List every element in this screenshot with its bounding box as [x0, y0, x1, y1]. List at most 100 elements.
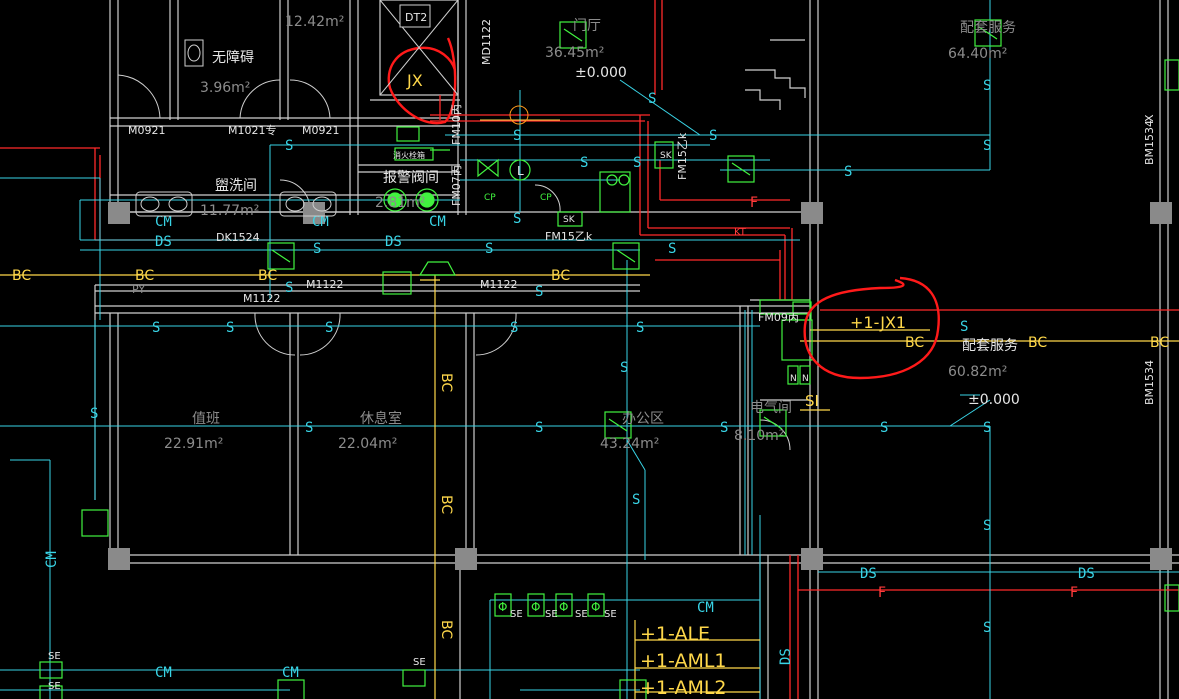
pipe-tag-kt: KT: [734, 227, 747, 238]
panel-ale: +1-ALE: [640, 623, 710, 645]
pipe-tag-f: F: [1070, 585, 1078, 601]
pipe-tag-s: S: [226, 320, 234, 336]
door-fm09: FM09丙: [758, 311, 799, 324]
red-annotations: [387, 37, 940, 380]
pipe-tag-ds: DS: [155, 234, 172, 250]
pipe-tag-bc: BC: [551, 268, 570, 284]
pipe-tag-cm: CM: [44, 551, 60, 568]
room-accessible-wc-area: 3.96m²: [200, 80, 250, 96]
pipe-tag-sk: SK: [563, 215, 576, 225]
pipe-tag-s: S: [485, 241, 493, 257]
plumbing-fixtures: [135, 39, 560, 217]
annotation-circle-jx1: [803, 276, 940, 380]
panel-n2: N: [802, 374, 809, 384]
door-fm07: FM07丙: [450, 165, 463, 206]
pipe-tag-phi: Φ: [531, 600, 540, 614]
elevator-label: DT2: [405, 11, 427, 24]
pipe-tag-s: S: [285, 280, 293, 296]
pipe-tag-s: S: [510, 320, 518, 336]
pipe-tag-ds: DS: [778, 648, 794, 665]
pipe-tag-bc: BC: [438, 495, 454, 514]
pipe-tag-cm: CM: [697, 600, 714, 616]
room-support-right: 配套服务: [962, 338, 1018, 354]
door-fm15-a: FM15乙k: [676, 132, 689, 180]
pipe-tag-s: S: [580, 155, 588, 171]
door-m1021: M1021专: [228, 123, 277, 137]
room-support-right-level: ±0.000: [968, 392, 1020, 408]
pipe-tag-se: SE: [48, 681, 61, 692]
room-accessible-wc: 无障碍: [212, 50, 254, 66]
pipe-tag-s: S: [633, 155, 641, 171]
pipe-tag-ds: DS: [860, 566, 877, 582]
room-support-right-area: 60.82m²: [948, 364, 1007, 380]
pipe-tag-s: S: [313, 241, 321, 257]
panel-labels: JX +1-JX1 +1-ALE +1-AML1 +1-AML2 N N 消火栓…: [393, 71, 906, 699]
pipe-tag-phi: Φ: [498, 600, 507, 614]
door-bm1534-x: X: [1143, 114, 1156, 122]
door-m0921-left: M0921: [128, 124, 166, 137]
pipe-tag-s: S: [668, 241, 676, 257]
annotation-circle-jx: [387, 37, 457, 125]
pipe-tag-bc: BC: [905, 335, 924, 351]
pipe-tag-cm: CM: [429, 214, 446, 230]
pipe-tag-sk: SK: [660, 151, 673, 161]
room-alarm-valve: 报警阀间: [383, 170, 439, 186]
door-m0921-right: M0921: [302, 124, 340, 137]
pipe-tag-ds: DS: [385, 234, 402, 250]
pipe-tag-s: S: [983, 78, 991, 94]
elevator: DT2: [379, 0, 459, 96]
pipe-tag-bc: BC: [1150, 335, 1169, 351]
pipe-tag-s: S: [648, 91, 656, 107]
pipe-tag-s: S: [325, 320, 333, 336]
pipe-tag-cp: CP: [540, 193, 552, 203]
door-m1122-a: M1122: [243, 292, 281, 305]
room-rest: 休息室: [360, 410, 402, 427]
pipe-tag-bc: BC: [258, 268, 277, 284]
room-hall-area: 36.45m²: [545, 45, 604, 61]
pipe-tag-s: S: [636, 320, 644, 336]
panel-n1: N: [790, 374, 797, 384]
room-hall-level: ±0.000: [575, 65, 627, 81]
pipe-tag-ds: DS: [1078, 566, 1095, 582]
pipe-tag-bc: BC: [135, 268, 154, 284]
room-washroom: 盥洗间: [215, 178, 257, 194]
pipe-tag-phi: Φ: [591, 600, 600, 614]
pipe-tag-s: S: [983, 620, 991, 636]
pipe-tag-s: S: [960, 319, 968, 335]
panel-jx1: +1-JX1: [850, 313, 906, 332]
pipe-tag-bc: BC: [438, 620, 454, 639]
room-area-top: 12.42m²: [285, 14, 344, 30]
pipe-tag-s: S: [983, 420, 991, 436]
pipe-tag-cm: CM: [312, 214, 329, 230]
pipe-tag-cm: CM: [155, 665, 172, 681]
pipe-tag-cm: CM: [155, 214, 172, 230]
pipe-tag-se: SE: [604, 609, 617, 620]
pipe-tag-s: S: [535, 284, 543, 300]
pipe-tag-s: S: [880, 420, 888, 436]
pipe-tag-s: S: [983, 518, 991, 534]
pipe-tag-s: S: [152, 320, 160, 336]
pipe-tag-s: S: [709, 128, 717, 144]
room-hall: 门厅: [573, 18, 601, 34]
pipe-tag-f: F: [750, 195, 758, 211]
pipe-tag-s: S: [720, 420, 728, 436]
door-dk1524: DK1524: [216, 231, 260, 244]
panel-jx: JX: [406, 71, 423, 90]
pipe-tag-bc: BC: [1028, 335, 1047, 351]
room-labels: 12.42m² 无障碍 3.96m² 门厅 36.45m² ±0.000 配套服…: [164, 14, 1020, 452]
room-rest-area: 22.04m²: [338, 436, 397, 452]
green-devices: [39, 19, 1179, 699]
room-office-area: 43.24m²: [600, 436, 659, 452]
structural-columns: [108, 202, 1172, 570]
room-alarm-valve-area: 2.81m²: [375, 195, 425, 211]
pipe-tag-se: SE: [48, 651, 61, 662]
pipe-tag-s: S: [513, 128, 521, 144]
pipe-tag-bc: BC: [12, 268, 31, 284]
room-support-top: 配套服务: [960, 20, 1016, 36]
pipe-tag-cm: CM: [282, 665, 299, 681]
pipe-tag-cp: CP: [484, 193, 496, 203]
pipe-tag-s: S: [535, 420, 543, 436]
pipe-tag-s: S: [620, 360, 628, 376]
